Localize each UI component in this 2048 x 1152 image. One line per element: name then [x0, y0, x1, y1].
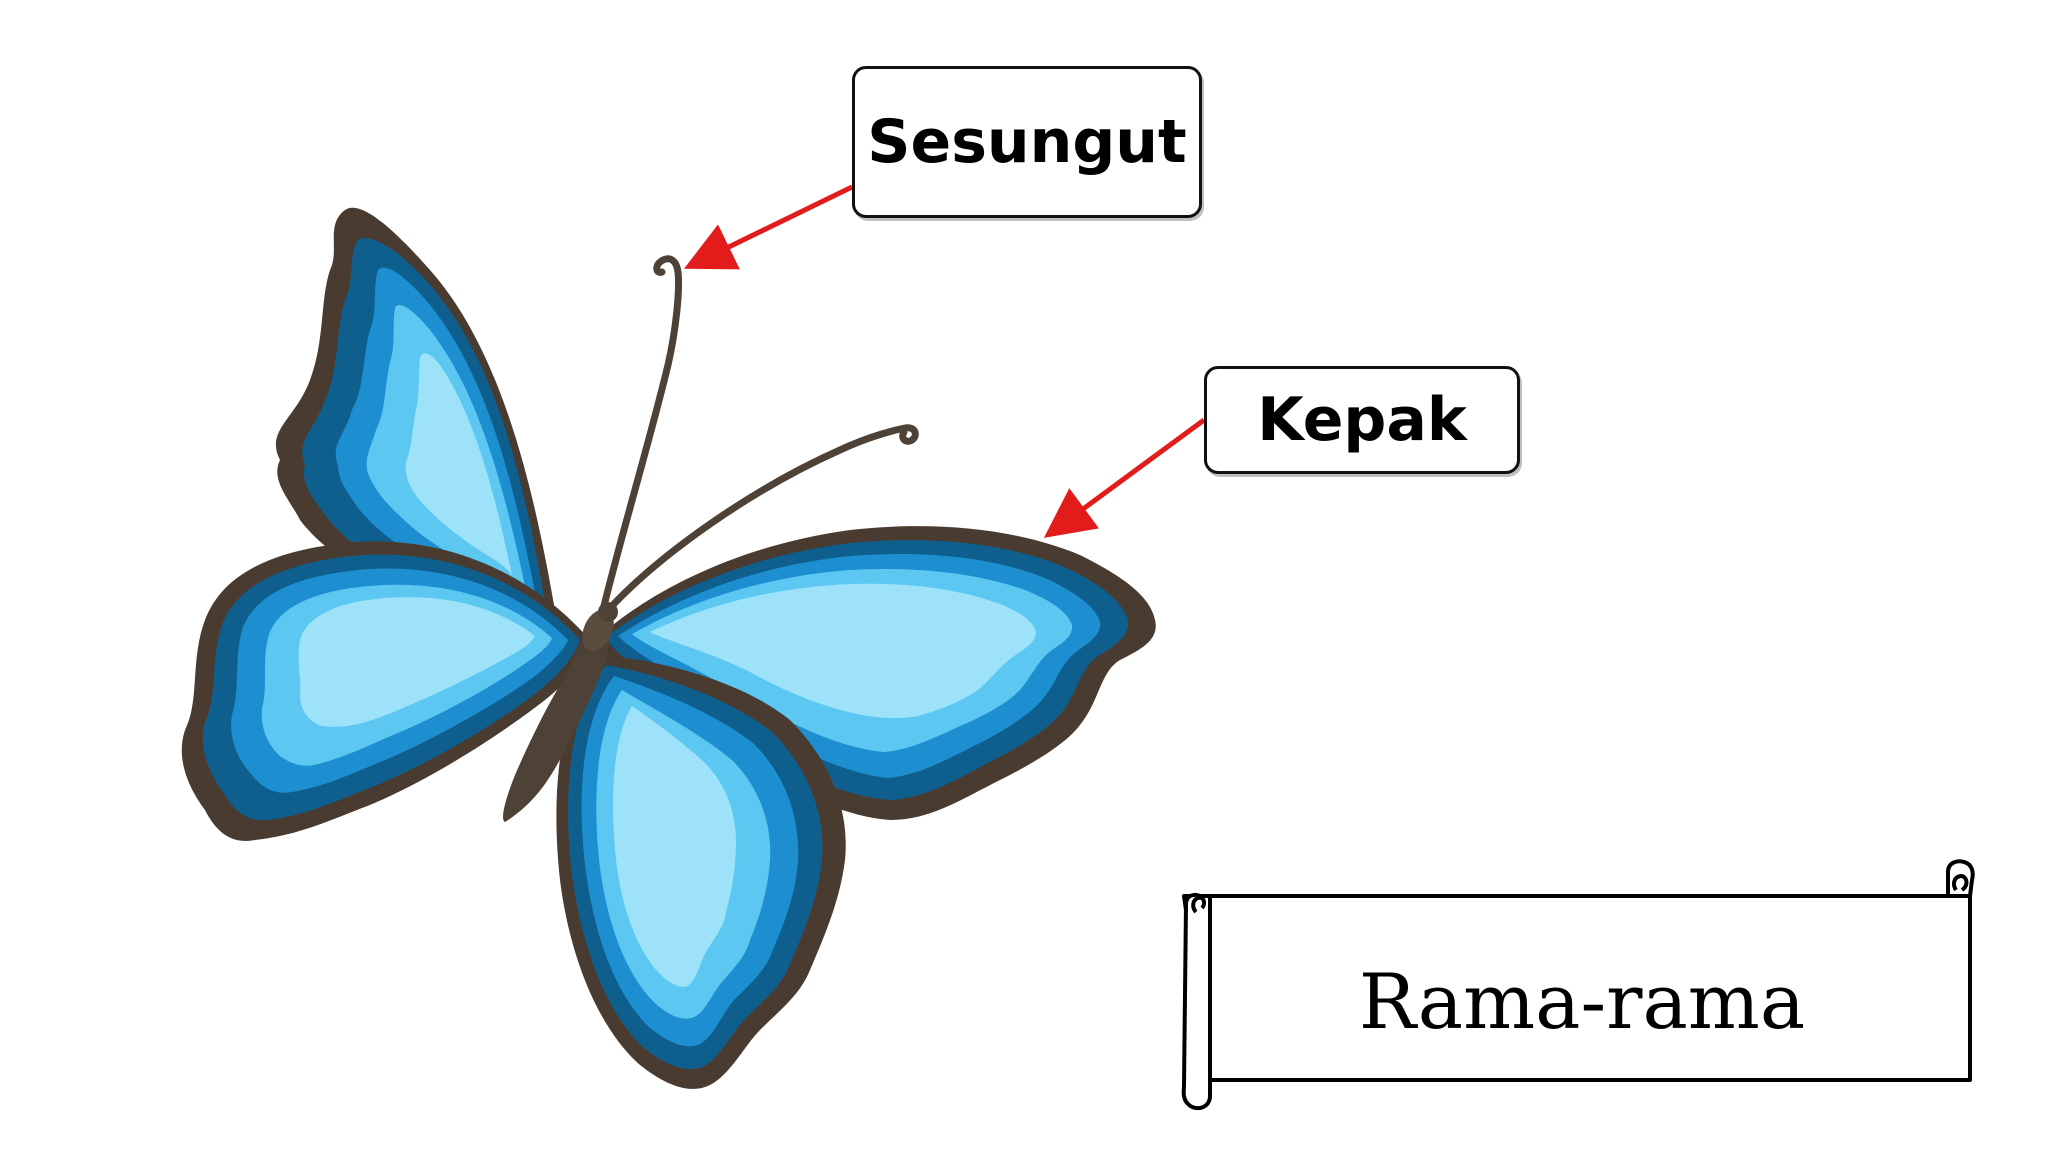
butterfly-body: [503, 610, 610, 822]
arrow-antenna: [684, 184, 854, 270]
antenna-left: [600, 255, 682, 610]
diagram-title: Rama-rama: [1358, 956, 1806, 1046]
title-scroll: [1181, 859, 1975, 1111]
arrow-wing: [1043, 417, 1206, 538]
label-wing-text: Kepak: [1257, 385, 1467, 455]
label-wing: Kepak: [1204, 366, 1520, 474]
butterfly-image: [181, 207, 1156, 1089]
label-antenna: Sesungut: [852, 66, 1202, 218]
label-antenna-text: Sesungut: [867, 107, 1187, 177]
antenna-right: [608, 424, 919, 610]
